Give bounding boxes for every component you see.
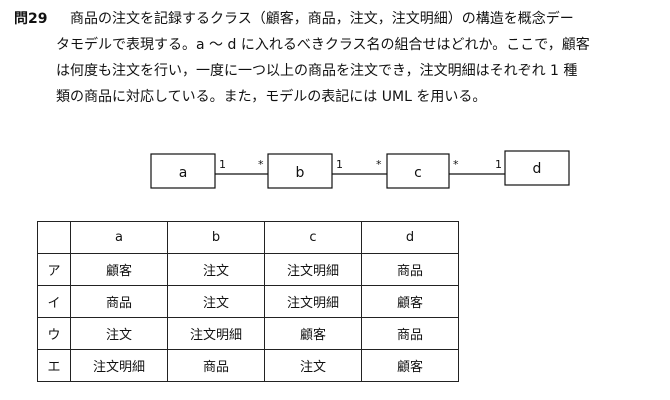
header-a: a: [70, 221, 168, 254]
header-c: c: [264, 221, 362, 254]
table-cell: 注文明細: [264, 253, 362, 286]
row-label: エ: [37, 349, 71, 382]
class-label-a: a: [179, 165, 188, 181]
table-cell: 商品: [361, 317, 459, 350]
multiplicity-b-side-left: *: [258, 158, 264, 171]
row-label: ウ: [37, 317, 71, 350]
table-cell: 顧客: [361, 349, 459, 382]
table-cell: 注文: [167, 285, 265, 318]
question-line-3: は何度も注文を行い，一度に一つ以上の商品を注文でき，注文明細はそれぞれ 1 種: [56, 63, 578, 79]
table-cell: 商品: [167, 349, 265, 382]
row-label: イ: [37, 285, 71, 318]
table-cell: 注文明細: [167, 317, 265, 350]
answer-choices-table: a b c d ア 顧客 注文 注文明細 商品 イ 商品 注文 注文明細 顧客 …: [37, 221, 459, 382]
row-label: ア: [37, 253, 71, 286]
multiplicity-c-side-left: *: [376, 158, 382, 171]
multiplicity-c-side-right: *: [453, 158, 459, 171]
question-number: 問29: [14, 11, 48, 27]
table-cell: 商品: [70, 285, 168, 318]
multiplicity-a-side: 1: [219, 158, 226, 171]
table-row: ウ 注文 注文明細 顧客 商品: [37, 317, 459, 350]
class-box-a: a: [150, 153, 216, 189]
class-label-c: c: [414, 165, 422, 181]
class-label-b: b: [296, 165, 305, 181]
header-corner: [37, 221, 71, 254]
table-cell: 注文明細: [70, 349, 168, 382]
class-label-d: d: [533, 161, 542, 177]
uml-class-diagram: a b c d 1 * 1 * * 1: [150, 150, 570, 189]
header-b: b: [167, 221, 265, 254]
table-row: ア 顧客 注文 注文明細 商品: [37, 253, 459, 286]
class-box-c: c: [386, 153, 450, 189]
table-cell: 注文: [264, 349, 362, 382]
table-cell: 顧客: [264, 317, 362, 350]
question-line-2: タモデルで表現する。a ～ d に入れるべきクラス名の組合せはどれか。ここで，顧…: [56, 37, 590, 53]
table-header-row: a b c d: [37, 221, 459, 254]
table-cell: 商品: [361, 253, 459, 286]
table-row: エ 注文明細 商品 注文 顧客: [37, 349, 459, 382]
table-cell: 顧客: [361, 285, 459, 318]
question-line-4: 類の商品に対応している。また，モデルの表記には UML を用いる。: [56, 89, 487, 105]
table-cell: 注文明細: [264, 285, 362, 318]
multiplicity-b-side-right: 1: [336, 158, 343, 171]
table-cell: 注文: [167, 253, 265, 286]
multiplicity-d-side: 1: [495, 158, 502, 171]
table-row: イ 商品 注文 注文明細 顧客: [37, 285, 459, 318]
header-d: d: [361, 221, 459, 254]
class-box-d: d: [504, 150, 570, 186]
table-cell: 注文: [70, 317, 168, 350]
class-box-b: b: [267, 153, 333, 189]
table-cell: 顧客: [70, 253, 168, 286]
